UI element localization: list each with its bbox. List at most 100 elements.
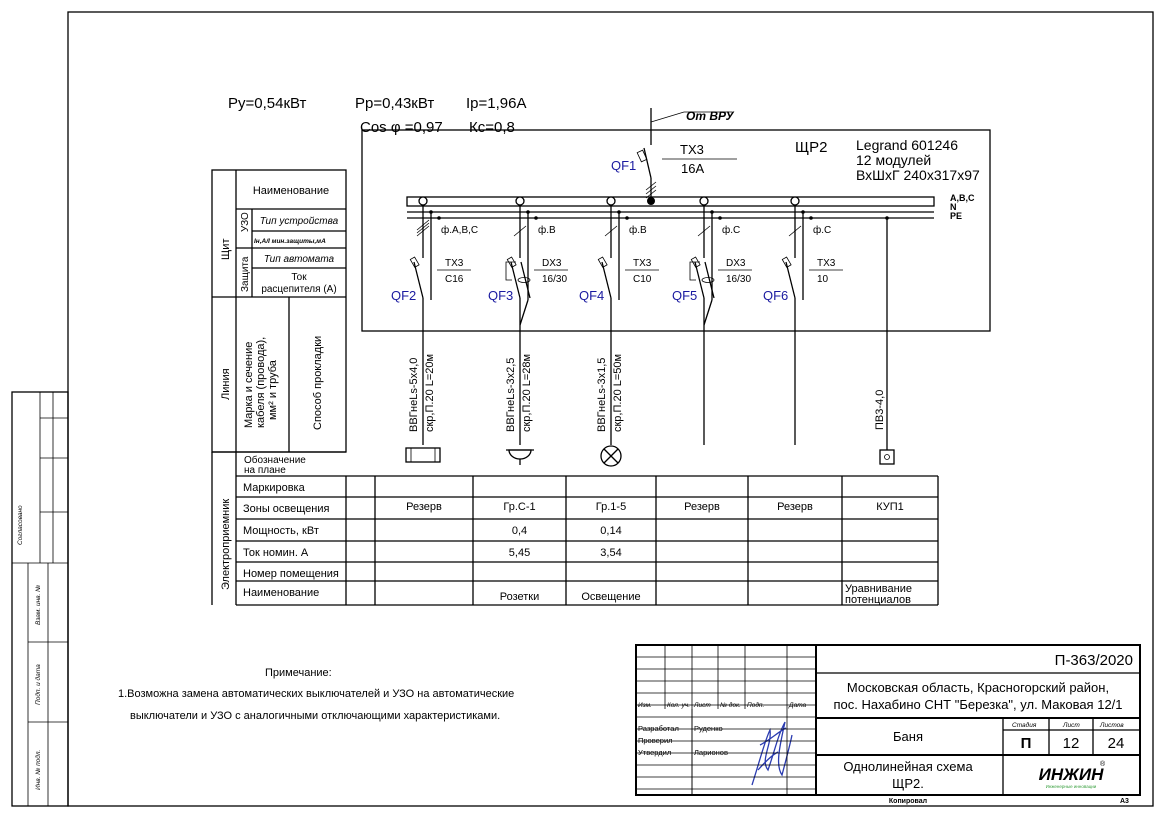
zone-cell: Резерв <box>684 501 720 513</box>
col-header: Лист <box>693 702 711 709</box>
breaker-blade-icon <box>694 261 705 299</box>
side-agreed: Согласовано <box>17 505 24 545</box>
role-person: Руденко <box>694 724 723 733</box>
title-block: П-363/2020 Московская область, Красногор… <box>635 644 1141 805</box>
feeder-rating: C16 <box>445 274 464 285</box>
rcd-test-icon <box>689 261 700 281</box>
feeder-rating: 16/30 <box>542 274 567 285</box>
feeder-phase: ф.A,B,C <box>441 224 478 236</box>
notes: Примечание: 1.Возможна замена автоматиче… <box>118 667 514 722</box>
feeder-laying: скр,П.20 L=28м <box>521 354 533 432</box>
feeder-phase: ф.B <box>629 224 647 236</box>
rcd-transformer-icon <box>517 277 531 283</box>
lt-leak: Iн,А/I мин.защиты,мА <box>254 238 326 245</box>
lt-device-type: Тип устройства <box>260 216 339 227</box>
feeder-phase: ф.C <box>722 224 740 236</box>
lt-shield: Щит <box>220 239 232 261</box>
zone-cell: Гр.1-5 <box>596 501 626 513</box>
cos-phi: Cos φ =0,97 <box>360 119 443 136</box>
lt-protection: Защита <box>240 256 251 292</box>
lt-cable-mark-2: кабеля (провода), <box>255 337 267 428</box>
company-logo: ИНЖИН ® Инженерные инновации <box>1039 760 1106 789</box>
load-params: Ру=0,54кВт Рр=0,43кВт Iр=1,96А Cos φ =0,… <box>228 95 526 136</box>
power-cell: 0,4 <box>512 525 527 537</box>
bus-tap-icon <box>699 196 709 206</box>
phase-tick-icon <box>788 225 802 237</box>
feeder-cable: ВВГнеLs-5х4,0 <box>408 358 420 432</box>
address-2: пос. Нахабино СНТ "Березка", ул. Маковая… <box>833 697 1122 712</box>
svg-text:ИНЖИН: ИНЖИН <box>1039 765 1104 784</box>
feeder-qf-label: QF6 <box>763 288 788 303</box>
drawing-title-2: ЩР2. <box>892 776 924 791</box>
board-name: ЩР2 <box>795 139 827 156</box>
feeder-cable: ВВГнеLs-3х1,5 <box>596 358 608 432</box>
feeder-rating: 10 <box>817 274 829 285</box>
sheets-label: Листов <box>1099 722 1124 729</box>
object-name: Баня <box>893 729 923 744</box>
svg-text:Инженерные инновации: Инженерные инновации <box>1046 784 1097 789</box>
feeder-device-type: TX3 <box>445 258 464 269</box>
bus-tap-icon <box>515 196 525 206</box>
doc-number: П-363/2020 <box>1055 652 1133 669</box>
row-label: Наименование <box>243 587 319 599</box>
breaker-trip-icon <box>781 256 792 268</box>
row-label: Номер помещения <box>243 568 339 580</box>
neutral-wire <box>703 299 713 326</box>
phase-tick-icon <box>416 222 430 234</box>
col-header: Изм. <box>638 702 652 709</box>
bus-label-n: N <box>950 202 957 212</box>
lt-name: Наименование <box>253 185 329 197</box>
drawing-title-1: Однолинейная схема <box>843 759 973 774</box>
installed-power: Ру=0,54кВт <box>228 95 307 112</box>
zone-cell: КУП1 <box>876 501 904 513</box>
zone-cell: Резерв <box>406 501 442 513</box>
pe-tap-icon <box>437 216 441 220</box>
role-label: Разработал <box>638 724 679 733</box>
neutral-wire <box>519 299 529 326</box>
name-cell: потенциалов <box>845 594 911 606</box>
current-cell: 3,54 <box>600 547 621 559</box>
stage-value: П <box>1021 735 1032 752</box>
pe-cable: ПВ3-4,0 <box>874 390 886 430</box>
rcd-test-icon <box>505 261 516 281</box>
side-strip: Согласовано Взам. инв. № Подп. и дата Ин… <box>11 391 69 807</box>
bus-tap-icon <box>418 196 428 206</box>
breaker-trip-icon <box>409 256 420 268</box>
bus-label-phases: A,B,C <box>950 193 975 203</box>
name-cell: Уравнивание <box>845 583 912 595</box>
qf1-rating: 16A <box>681 161 704 176</box>
feeder-rating: C10 <box>633 274 652 285</box>
rcd-transformer-icon <box>701 277 715 283</box>
phase-busbar <box>406 196 935 207</box>
lt-breaker-type: Тип автомата <box>264 254 335 265</box>
current-cell: 5,45 <box>509 547 530 559</box>
bus-tap-icon <box>790 196 800 206</box>
sheets-value: 24 <box>1108 735 1125 752</box>
lt-cable-mark-1: Марка и сечение <box>243 342 255 428</box>
pe-tap-icon <box>534 216 538 220</box>
notes-line-2: выключатели и УЗО с аналогичными отключа… <box>130 710 500 722</box>
breaker-trip-icon <box>597 256 608 268</box>
breaker-blade-icon <box>413 261 424 299</box>
calc-power: Рр=0,43кВт <box>355 95 434 112</box>
side-replace: Взам. инв. № <box>35 585 42 625</box>
name-cell: Освещение <box>581 591 640 603</box>
feeder-laying: скр,П.20 L=50м <box>612 354 624 432</box>
feeder-device-type: DX3 <box>542 258 562 269</box>
source-label: От ВРУ <box>686 109 735 123</box>
feeder-qf-label: QF3 <box>488 288 513 303</box>
breaker-trip-icon <box>506 256 517 268</box>
feeder-laying: скр,П.20 L=20м <box>424 354 436 432</box>
side-sign-date: Подп. и дата <box>34 664 42 705</box>
row-label: Маркировка <box>243 482 306 494</box>
zone-cell: Гр.С-1 <box>503 501 535 513</box>
zone-cell: Резерв <box>777 501 813 513</box>
breaker-blade-icon <box>601 261 612 299</box>
lamp-icon <box>600 445 622 467</box>
role-label: Проверил <box>638 736 673 745</box>
